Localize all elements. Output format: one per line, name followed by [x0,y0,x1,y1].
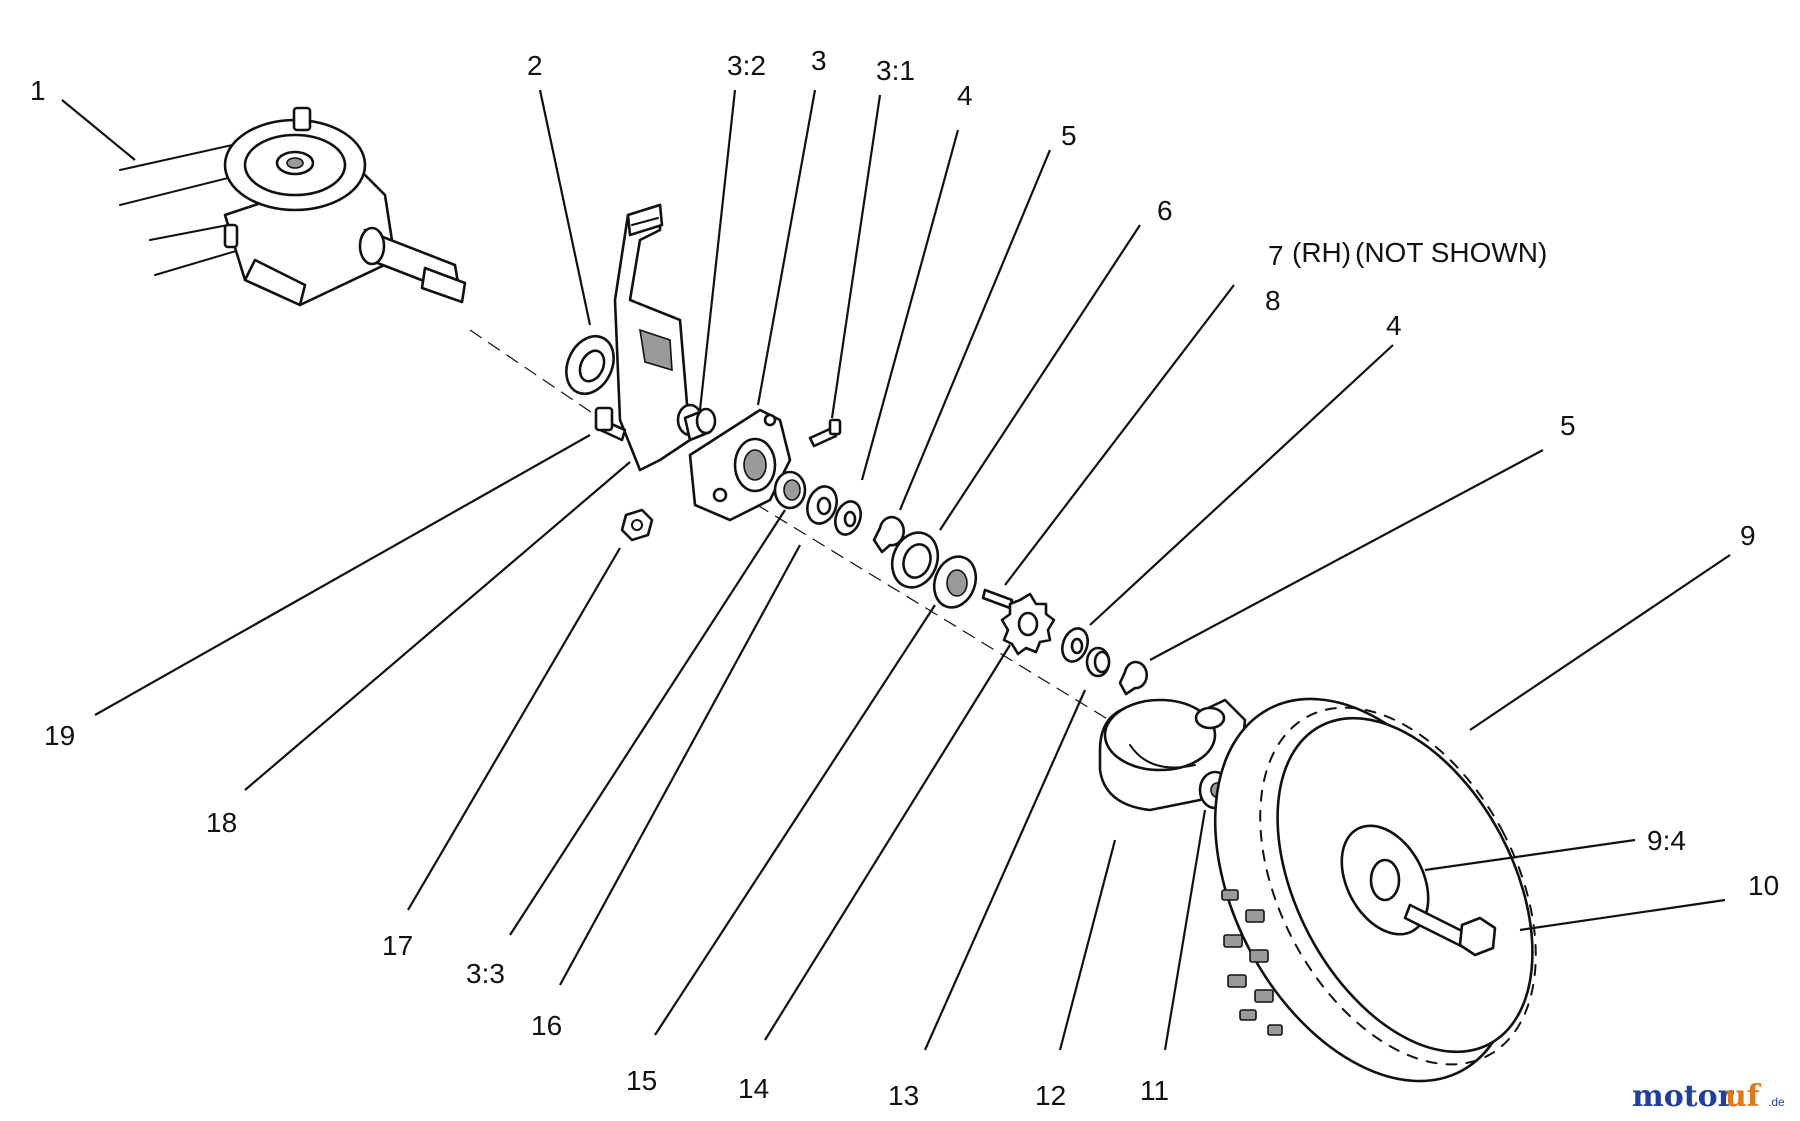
spacer-part [1085,646,1111,678]
note-rh: (RH) [1292,237,1351,268]
wheel-bearing-part [932,555,978,609]
callout-7: 7 [1268,240,1284,271]
watermark-logo: motor uf .de [1632,1079,1785,1114]
callout-4-right: 4 [1386,310,1402,341]
shoulder-bolt-part [1403,903,1497,957]
screw-part [808,418,842,448]
callout-19: 19 [44,720,75,751]
key-part [981,588,1014,610]
callout-10: 10 [1748,870,1779,901]
washer-part-c [1061,627,1089,663]
callout-13: 13 [888,1080,919,1111]
washer-part-a [806,485,838,525]
callout-3-2: 3:2 [727,50,766,81]
leader-lines [61,89,1731,1051]
watermark-suffix: .de [1768,1095,1785,1109]
callout-9: 9 [1740,520,1756,551]
callout-6: 6 [1157,195,1173,226]
bearing-part [773,470,807,510]
ring-part [890,531,940,589]
callout-3: 3 [811,45,827,76]
callout-5-top: 5 [1061,120,1077,151]
retaining-clip-b [1118,660,1148,696]
callout-18: 18 [206,807,237,838]
callout-15: 15 [626,1065,657,1096]
wheel-part [1213,697,1537,1083]
retaining-clip-a [872,515,905,554]
callout-labels: 1 2 3:2 3 3:1 4 5 6 7 (RH) (NOT SHOWN) 8… [30,45,1779,1111]
callout-16: 16 [531,1010,562,1041]
callout-3-3: 3:3 [466,958,505,989]
washer-part-b [834,500,862,536]
tread-pattern [1221,889,1283,1036]
callout-8: 8 [1265,285,1281,316]
callout-3-1: 3:1 [876,55,915,86]
pinion-gear-part [1000,592,1056,656]
callout-14: 14 [738,1073,769,1104]
callout-9-4: 9:4 [1647,825,1686,856]
note-not-shown: (NOT SHOWN) [1355,237,1547,268]
bolt-part [594,406,627,442]
axis-centerlines [469,329,1241,801]
callout-12: 12 [1035,1080,1066,1111]
callout-5-right: 5 [1560,410,1576,441]
callout-4-top: 4 [957,80,973,111]
callout-17: 17 [382,930,413,961]
bushing-part [683,407,717,442]
callout-11: 11 [1140,1075,1169,1106]
watermark-part-1: motor [1632,1079,1735,1114]
nut-part [620,508,654,542]
callout-1: 1 [30,75,46,106]
seal-part [565,334,615,396]
transmission-assembly [119,106,467,307]
watermark-part-2: uf [1725,1079,1762,1114]
callout-2: 2 [527,50,543,81]
